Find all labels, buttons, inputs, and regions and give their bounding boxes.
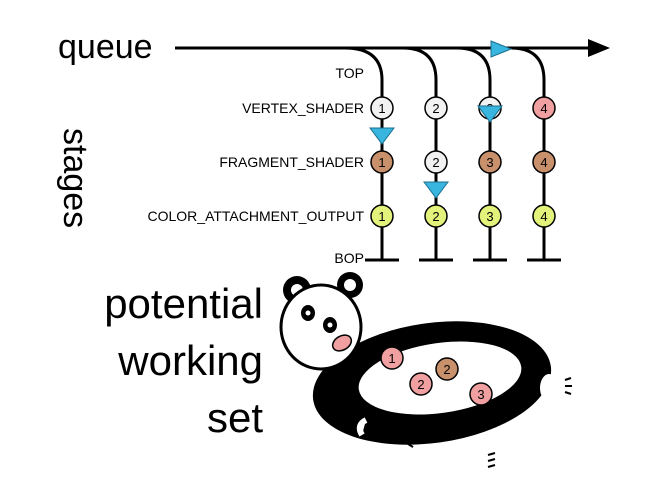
fragment-node — [370, 150, 394, 174]
queue-arrowhead — [588, 39, 610, 57]
lane-line — [344, 46, 384, 260]
working-set-item — [469, 382, 493, 406]
panda-mouth — [331, 334, 353, 352]
claw-marks-right — [564, 377, 572, 395]
color-node — [478, 204, 502, 228]
working-set-item — [435, 357, 459, 381]
lane-3-progress-marker — [477, 105, 503, 123]
color-node — [532, 204, 556, 228]
fragment-node-label: 4 — [540, 155, 547, 170]
working-set-line-2: working — [117, 337, 263, 384]
working-set-item-label: 1 — [388, 351, 395, 366]
panda-paw-hint — [540, 374, 558, 402]
lane-1-progress-marker — [369, 127, 395, 145]
lane-3 — [456, 46, 507, 262]
panda-pupil-left — [305, 310, 311, 316]
color-node-label: 2 — [432, 209, 439, 224]
lane-4 — [510, 46, 561, 262]
working-set-item — [409, 372, 433, 396]
lane-2 — [402, 46, 453, 262]
vertex-node — [532, 96, 556, 120]
panda-illustration — [279, 272, 572, 468]
color-node — [370, 204, 394, 228]
stage-label-fragment: FRAGMENT_SHADER — [219, 154, 364, 170]
stage-label-color: COLOR_ATTACHMENT_OUTPUT — [148, 208, 365, 224]
lane-2-progress-marker — [423, 181, 449, 199]
working-set-items: 1 2 2 3 — [380, 346, 493, 406]
fragment-node-label: 1 — [378, 155, 385, 170]
color-node-label: 4 — [540, 209, 547, 224]
panda-paw-hint — [356, 417, 368, 437]
working-set-item — [380, 346, 404, 370]
stages-label: stages — [56, 128, 94, 228]
lane-line — [510, 46, 546, 260]
fragment-node-label: 3 — [486, 155, 493, 170]
queue-label: queue — [58, 28, 153, 66]
lane-1-nodes: 1 1 1 — [370, 96, 394, 228]
fragment-node — [478, 150, 502, 174]
lane-line — [402, 46, 438, 260]
color-node-label: 3 — [486, 209, 493, 224]
working-set-item-label: 3 — [477, 387, 484, 402]
stage-label-bop: BOP — [334, 250, 364, 266]
working-set-item-label: 2 — [417, 377, 424, 392]
panda-pupil-right — [327, 322, 333, 328]
stage-label-top: TOP — [335, 65, 364, 81]
color-node — [424, 204, 448, 228]
claw-marks-foot — [487, 452, 496, 468]
vertex-node-label: 1 — [378, 101, 385, 116]
lane-1 — [344, 46, 399, 262]
claw-marks-bottom — [407, 431, 414, 448]
fragment-node-label: 2 — [432, 155, 439, 170]
fragment-node — [424, 150, 448, 174]
panda-head — [279, 283, 363, 371]
queue-progress-marker — [490, 40, 513, 58]
vertex-node — [370, 96, 394, 120]
lane-2-nodes: 2 2 2 — [424, 96, 448, 228]
working-set-line-3: set — [207, 394, 263, 441]
panda-ear-right-inner — [344, 279, 356, 291]
vertex-node-label: 2 — [432, 101, 439, 116]
stage-label-vertex: VERTEX_SHADER — [242, 100, 364, 116]
working-set-line-1: potential — [104, 280, 263, 327]
vertex-node-label: 4 — [540, 101, 547, 116]
color-node-label: 1 — [378, 209, 385, 224]
working-set-item-label: 2 — [443, 362, 450, 377]
fragment-node — [532, 150, 556, 174]
lane-line — [456, 46, 492, 260]
lane-4-nodes: 4 4 4 — [532, 96, 556, 228]
vertex-node — [424, 96, 448, 120]
